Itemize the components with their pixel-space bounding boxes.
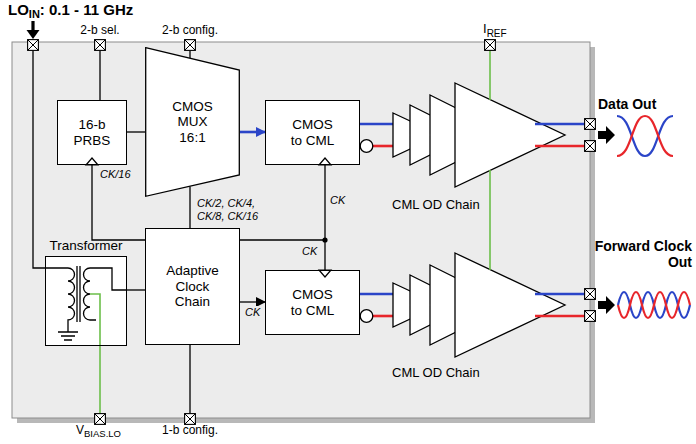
cml-od-chain [360,83,615,187]
clock-input-mark [319,270,331,277]
clock-wire [324,240,325,270]
clock-signal-label: CK/16 [99,168,132,181]
mux-outline [146,48,240,197]
output-name: Data Out [598,96,656,112]
vbias-wire [90,294,100,413]
transformer-frame [45,256,127,346]
subscript: IN [29,8,40,21]
iref-wire [489,51,491,270]
connector [92,165,145,240]
connector [240,131,265,134]
process-box: Adaptive Clock Chain [145,228,240,345]
mux-trapezoid: CMOS MUX 16:1 [145,47,240,197]
box-heading: Transformer [49,238,122,254]
connector [240,301,265,302]
connector [189,187,190,228]
drawing-part [618,292,690,318]
pad [185,414,196,425]
box-label: 16-b PRBS [67,117,117,148]
box-label: CMOS to CML [287,117,339,148]
box-fill [265,270,360,335]
transformer-core [77,266,80,322]
box-fill [265,100,360,165]
pin-name: 2-b sel. [80,24,119,38]
pad [95,40,106,51]
pad [28,40,39,51]
clock-input-mark [86,158,98,165]
drawing-part [617,116,673,156]
pin-name: I [483,22,487,37]
pad [185,40,196,51]
input-arrow [31,21,34,31]
transformer-box: Transformer [45,238,127,346]
input-arrow [27,30,40,39]
pad [485,40,496,51]
pin-name: V [76,424,84,438]
process-box: 16-b PRBS [57,100,127,165]
eye-diagram [617,116,673,156]
wires [33,51,325,413]
chip-die [12,42,590,418]
config-wire [189,345,190,413]
clock-waveform [618,292,690,318]
block-name: CML OD Chain [392,198,480,213]
input-frequency-title: : 0.1 - 11 GHz [40,1,133,18]
subscript: REF [487,28,507,40]
clock-input-mark [319,158,331,165]
box-label: Adaptive Clock Chain [157,263,229,310]
subscript: BIAS.LO [84,429,121,440]
config-wire [189,51,190,58]
box-label: CMOS to CML [287,287,339,318]
box-fill [57,100,127,165]
box-fill [145,228,240,345]
connector [127,131,145,132]
output-name: Forward Clock Out [594,238,692,270]
pad [95,414,106,425]
clock-signal-label: CK [244,306,261,319]
drawing-part [617,116,673,156]
process-box: CMOS to CML [265,270,360,335]
pin-name: 1-b config. [162,424,218,438]
clock-signal-label: CK/2, CK/4, CK/8, CK/16 [196,197,272,222]
input-frequency-title: LO [8,1,29,18]
cml-od-chain [360,253,615,357]
process-box: CMOS to CML [265,100,360,165]
connector [127,289,145,290]
block-name: CML OD Chain [392,366,480,381]
pin-name: 2-b config. [162,24,218,38]
primary-coil [68,268,75,332]
drawing-part [618,292,690,318]
lo-input-wire [33,51,68,268]
clock-signal-label: CK [302,245,317,258]
secondary-wire [90,268,127,290]
box-label: CMOS MUX 16:1 [165,99,221,146]
clock-signal-label: CK [329,194,346,207]
box-fill [45,256,127,346]
ground-symbol [58,332,78,340]
sel-wire [99,51,100,100]
